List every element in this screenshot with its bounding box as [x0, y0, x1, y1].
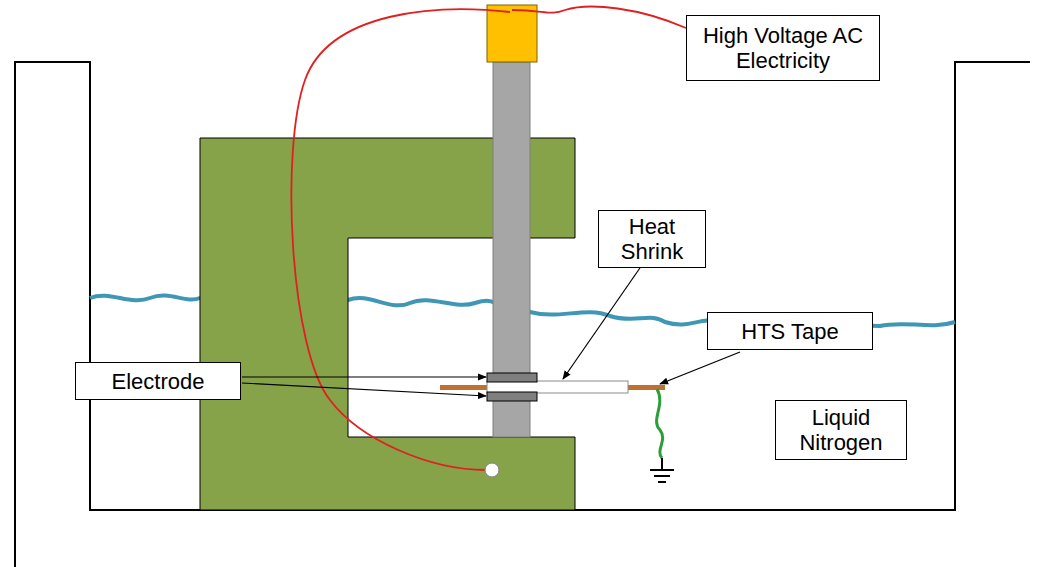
hv-wire: [512, 7, 686, 28]
hv-wire: [291, 9, 510, 470]
leader-line: [242, 383, 486, 396]
nitrogen-tank: [15, 62, 1030, 567]
region-label-box: Liquid Nitrogen: [775, 400, 907, 460]
label-text: HTS Tape: [741, 319, 838, 344]
part-label-box: Electrode: [75, 362, 241, 400]
heat-shrink: [487, 381, 628, 393]
lower-electrode: [487, 392, 537, 401]
label-text: High Voltage AC Electricity: [693, 23, 873, 73]
leader-line: [563, 265, 642, 379]
source-label-box: High Voltage AC Electricity: [686, 15, 880, 81]
leader-line: [242, 376, 486, 377]
label-text: Electrode: [112, 369, 205, 394]
ground-symbol: [650, 458, 674, 482]
upper-electrode: [487, 373, 537, 382]
label-text: Heat Shrink: [605, 214, 699, 264]
leader-line: [660, 352, 740, 384]
ground-wire: [657, 389, 663, 458]
label-text: Liquid Nitrogen: [782, 405, 900, 455]
part-label-box: HTS Tape: [707, 312, 873, 350]
rod-cap: [487, 5, 537, 62]
part-label-box: Heat Shrink: [598, 210, 706, 268]
terminal: [485, 463, 499, 477]
